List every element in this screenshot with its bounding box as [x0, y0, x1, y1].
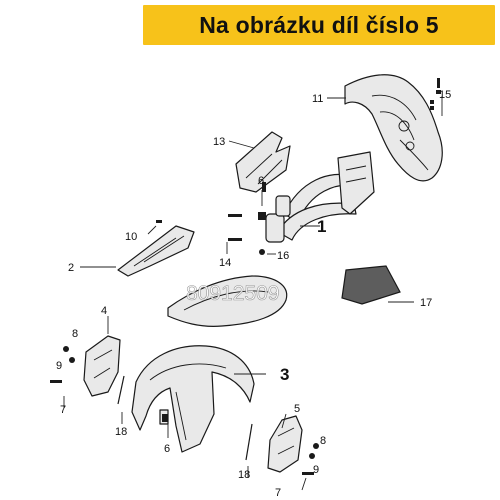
callout-14: 14 — [219, 257, 231, 269]
callout-6-upper: 6 — [258, 175, 264, 187]
callout-2: 2 — [68, 262, 74, 274]
part-2-cover — [117, 225, 195, 277]
callout-9-left: 9 — [56, 360, 62, 372]
callout-1: 1 — [317, 217, 326, 236]
header-banner: Na obrázku díl číslo 5 — [143, 5, 495, 45]
callout-17: 17 — [420, 297, 432, 309]
part-18-rods — [117, 375, 253, 461]
part-11-rear-fender — [344, 74, 443, 182]
callout-8-right: 8 — [320, 435, 326, 447]
callout-9-right: 9 — [313, 464, 319, 476]
part-4-left-fork-guard — [83, 335, 121, 397]
callout-labels: 1 2 3 4 5 6 6 7 7 8 8 9 9 10 11 13 14 15… — [56, 89, 451, 499]
fasteners — [50, 78, 441, 475]
header-title: Na obrázku díl číslo 5 — [199, 11, 439, 38]
callout-18-right: 18 — [238, 469, 250, 481]
callout-3: 3 — [280, 365, 289, 384]
callout-18-left: 18 — [115, 426, 127, 438]
callout-6-lower: 6 — [164, 443, 170, 455]
leader-lines — [63, 96, 443, 491]
callout-8-left: 8 — [72, 328, 78, 340]
part-17-pad — [341, 265, 401, 305]
callout-11: 11 — [312, 93, 323, 105]
callout-16: 16 — [277, 250, 289, 262]
part-13-bracket — [235, 131, 291, 193]
part-5-right-fork-guard — [267, 415, 303, 473]
watermark-text: 80912509 — [186, 282, 279, 305]
callout-13: 13 — [213, 136, 225, 148]
callout-7-right: 7 — [275, 487, 281, 499]
hugger-part — [167, 275, 288, 327]
callout-15: 15 — [439, 89, 451, 101]
callout-7-left: 7 — [60, 404, 66, 416]
part-3-front-fender — [131, 345, 255, 453]
callout-5: 5 — [294, 403, 300, 415]
part-1-frame — [265, 151, 375, 243]
callout-4: 4 — [101, 305, 107, 317]
callout-10: 10 — [125, 231, 137, 243]
